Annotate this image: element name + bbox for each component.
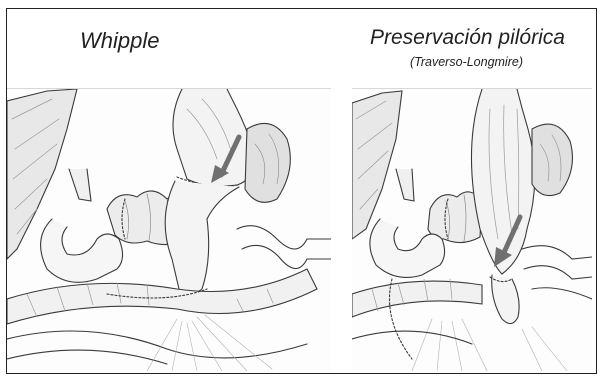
bile-duct: [69, 169, 91, 201]
liver: [352, 91, 402, 239]
whipple-illustration: [7, 88, 331, 371]
pylorus-preserving-drawing: [352, 89, 592, 371]
stomach: [173, 89, 254, 186]
spleen: [245, 123, 290, 202]
stomach: [471, 89, 534, 274]
whipple-title: Whipple: [80, 28, 159, 54]
bile-duct: [396, 169, 414, 201]
jejunum-limb: [165, 181, 239, 294]
whipple-drawing: [7, 89, 331, 371]
pylorus-preservation-title: Preservación pilórica: [370, 26, 565, 50]
traverso-longmire-subtitle: (Traverso-Longmire): [410, 55, 523, 69]
pylorus-preserving-illustration: [352, 88, 592, 371]
transverse-colon: [352, 281, 482, 317]
duodenojejunostomy: [492, 275, 519, 324]
jejunal-loop: [41, 219, 123, 282]
